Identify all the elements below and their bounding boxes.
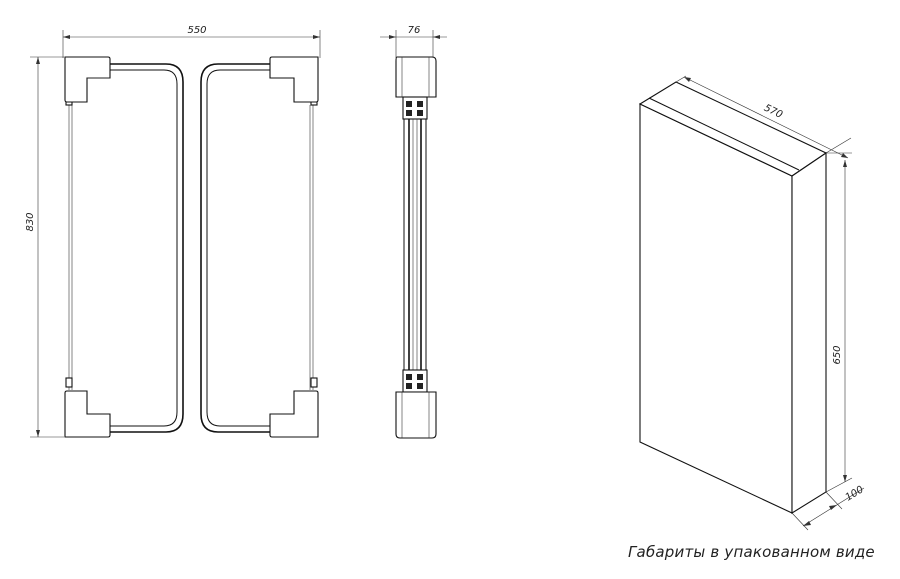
corner-block-top-right	[269, 56, 319, 103]
front-view: 550 830	[25, 25, 321, 438]
corner-block-top-left	[64, 56, 111, 103]
package-caption: Габариты в упакованном виде	[628, 543, 875, 561]
package-height-dimension: 650	[825, 152, 853, 493]
front-height-dimension: 830	[25, 56, 64, 438]
front-height-label: 830	[25, 212, 36, 231]
front-width-label: 550	[187, 25, 206, 36]
right-rail-loop	[200, 63, 272, 433]
package-view: 570 650 100 Габариты в упакованном виде	[628, 75, 875, 561]
front-width-dimension: 550	[62, 25, 321, 58]
corner-block-bottom-left	[64, 390, 111, 438]
side-depth-label: 76	[408, 25, 421, 36]
side-view: 76	[380, 25, 447, 439]
corner-block-bottom-right	[269, 390, 319, 438]
package-box	[638, 81, 828, 514]
side-depth-dimension: 76	[380, 25, 447, 58]
left-rail-loop	[110, 63, 184, 433]
package-width-label: 570	[762, 103, 784, 121]
package-depth-label: 100	[844, 484, 866, 503]
package-height-label: 650	[832, 345, 843, 364]
